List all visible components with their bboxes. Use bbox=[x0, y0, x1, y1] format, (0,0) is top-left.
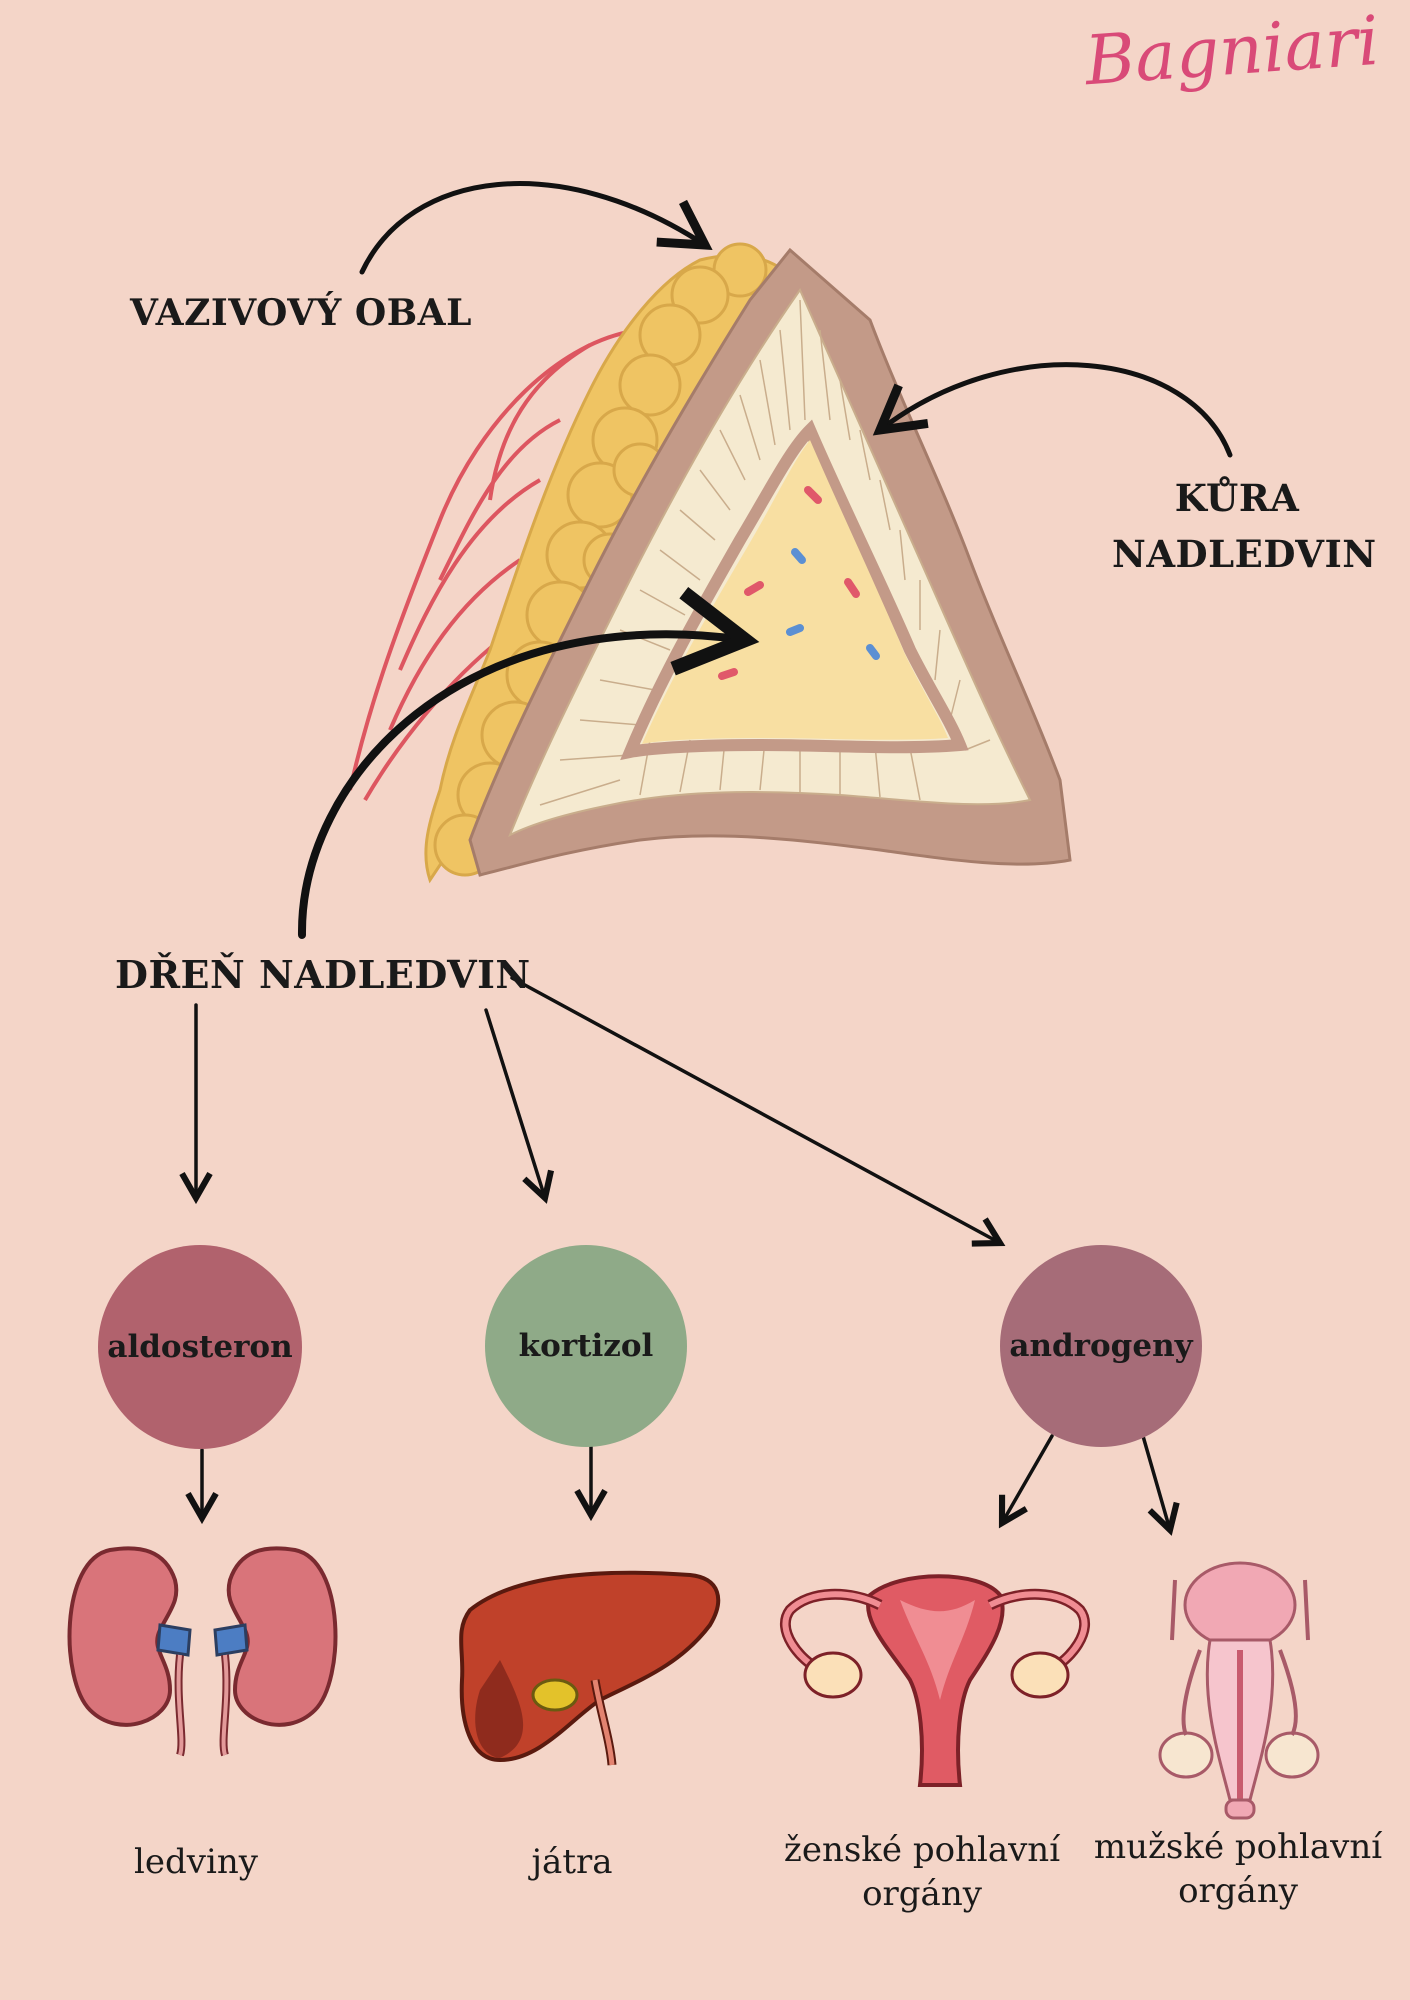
uterus-icon bbox=[779, 1574, 1091, 1787]
kidneys-icon bbox=[67, 1546, 338, 1757]
liver-icon bbox=[459, 1570, 721, 1766]
organ-label-kidneys: ledviny bbox=[96, 1840, 296, 1884]
hormone-aldosteron-label: aldosteron bbox=[107, 1329, 293, 1365]
arrow-medulla bbox=[297, 586, 760, 939]
organ-label-male-line2: orgány bbox=[1178, 1871, 1298, 1911]
label-medulla: DŘEŇ NADLEDVIN bbox=[115, 952, 531, 997]
label-cortex-line1: KŮRA bbox=[1174, 476, 1300, 520]
label-cortex: KŮRA NADLEDVIN bbox=[1112, 470, 1377, 582]
cortex-stripes bbox=[539, 299, 991, 806]
organ-label-male-line1: mužské pohlavní bbox=[1093, 1827, 1383, 1867]
cortex-inner-ring bbox=[620, 419, 969, 761]
arrow-cortex bbox=[872, 362, 1233, 458]
arrow-capsule bbox=[359, 181, 713, 275]
organ-label-kidneys-line1: ledviny bbox=[134, 1842, 258, 1882]
hormone-aldosteron: aldosteron bbox=[98, 1245, 302, 1449]
hormone-androgeny: androgeny bbox=[1000, 1245, 1202, 1447]
hormone-kortizol-label: kortizol bbox=[518, 1328, 654, 1364]
organ-label-male: mužské pohlavní orgány bbox=[1088, 1825, 1388, 1913]
organ-label-liver: játra bbox=[472, 1840, 672, 1884]
arrow-to-female bbox=[998, 1434, 1054, 1529]
organ-label-female-line2: orgány bbox=[862, 1874, 982, 1914]
male-reproductive-icon bbox=[1158, 1561, 1320, 1820]
hormone-androgeny-label: androgeny bbox=[1009, 1328, 1193, 1364]
label-cortex-line2: NADLEDVIN bbox=[1112, 532, 1377, 576]
organ-label-female: ženské pohlavní orgány bbox=[772, 1828, 1072, 1916]
organ-label-female-line1: ženské pohlavní bbox=[783, 1830, 1061, 1870]
arrow-to-kortizol bbox=[484, 1008, 555, 1204]
label-capsule: VAZIVOVÝ OBAL bbox=[130, 292, 472, 334]
arrow-to-male bbox=[1141, 1434, 1180, 1536]
organ-label-liver-line1: játra bbox=[531, 1842, 613, 1882]
hormone-kortizol: kortizol bbox=[485, 1245, 687, 1447]
arrow-to-androgeny bbox=[510, 976, 1006, 1247]
